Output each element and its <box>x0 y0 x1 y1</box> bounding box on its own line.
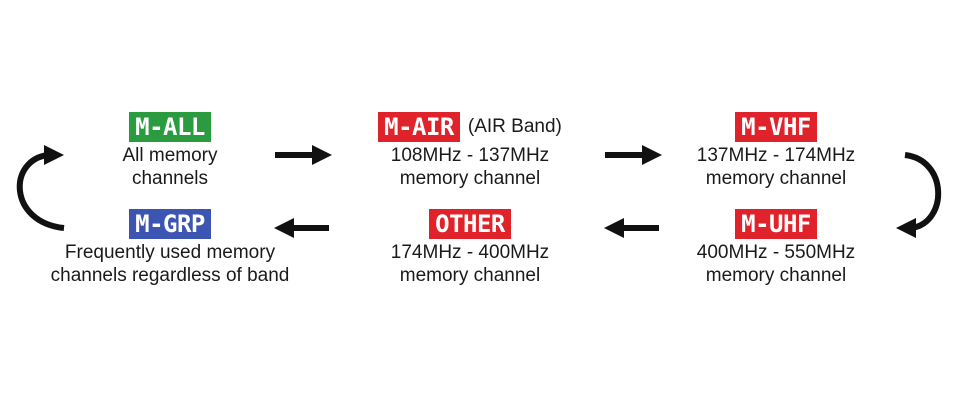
m-grp-badge: M-GRP <box>129 209 211 239</box>
m-air-desc-line-2: memory channel <box>399 168 541 189</box>
m-all-desc-line-1: All memory <box>122 145 218 166</box>
m-all-desc-line-2: channels <box>131 168 209 189</box>
m-all-badge: M-ALL <box>129 112 211 142</box>
arrow-mvhf-to-muhf <box>896 152 942 238</box>
m-uhf-badge: M-UHF <box>735 209 817 239</box>
m-air-desc-line-1: 108MHz - 137MHz <box>390 145 550 166</box>
m-air-extra-label: (AIR Band) <box>467 116 562 137</box>
arrow-other-to-mgrp <box>274 218 329 238</box>
m-grp-desc-line-1: Frequently used memory <box>64 242 276 263</box>
m-vhf-desc-line-2: memory channel <box>705 168 847 189</box>
node-m-air: M-AIR (AIR Band) 108MHz - 137MHz memory … <box>340 110 600 190</box>
other-desc-line-2: memory channel <box>399 265 541 286</box>
m-uhf-desc-line-1: 400MHz - 550MHz <box>696 242 856 263</box>
arrow-muhf-to-other <box>604 218 659 238</box>
node-m-uhf: M-UHF 400MHz - 550MHz memory channel <box>646 207 906 287</box>
other-badge: OTHER <box>429 209 511 239</box>
arrow-mgrp-to-mall <box>16 145 65 231</box>
node-other: OTHER 174MHz - 400MHz memory channel <box>340 207 600 287</box>
node-m-grp: M-GRP Frequently used memory channels re… <box>20 207 320 287</box>
m-grp-desc-line-2: channels regardless of band <box>50 265 290 286</box>
m-vhf-desc-line-1: 137MHz - 174MHz <box>696 145 856 166</box>
arrow-mair-to-mvhf <box>605 145 662 165</box>
node-m-vhf: M-VHF 137MHz - 174MHz memory channel <box>646 110 906 190</box>
other-desc-line-1: 174MHz - 400MHz <box>390 242 550 263</box>
arrow-mall-to-mair <box>275 145 332 165</box>
m-air-badge: M-AIR <box>378 112 460 142</box>
node-m-all: M-ALL All memory channels <box>40 110 300 190</box>
m-vhf-badge: M-VHF <box>735 112 817 142</box>
m-uhf-desc-line-2: memory channel <box>705 265 847 286</box>
